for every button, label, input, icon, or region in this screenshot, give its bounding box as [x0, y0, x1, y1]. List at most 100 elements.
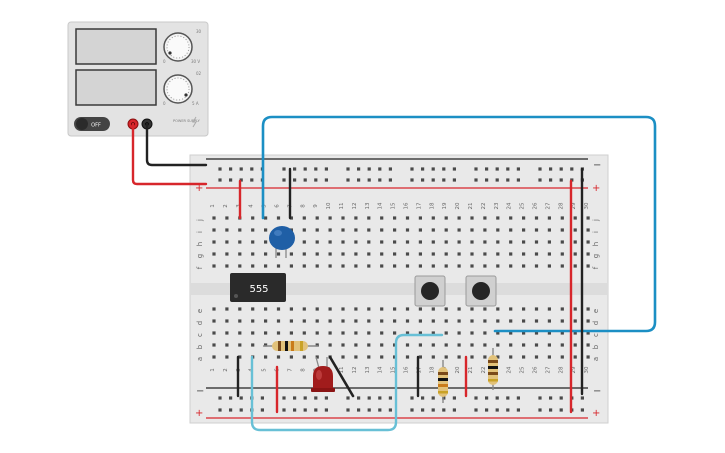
breadboard-hole[interactable]	[225, 252, 229, 256]
breadboard-hole[interactable]	[560, 240, 564, 244]
breadboard-hole[interactable]	[496, 216, 500, 220]
breadboard-hole[interactable]	[586, 331, 590, 335]
breadboard-hole[interactable]	[586, 307, 590, 311]
breadboard-hole[interactable]	[442, 167, 446, 171]
breadboard-hole[interactable]	[431, 319, 435, 323]
breadboard-hole[interactable]	[483, 264, 487, 268]
breadboard-hole[interactable]	[547, 319, 551, 323]
breadboard-hole[interactable]	[328, 319, 332, 323]
breadboard-hole[interactable]	[251, 264, 255, 268]
breadboard-hole[interactable]	[367, 396, 371, 400]
breadboard-hole[interactable]	[586, 319, 590, 323]
breadboard-hole[interactable]	[495, 167, 499, 171]
breadboard-hole[interactable]	[354, 343, 358, 347]
breadboard-hole[interactable]	[452, 178, 456, 182]
breadboard-hole[interactable]	[470, 264, 474, 268]
breadboard-hole[interactable]	[276, 319, 281, 323]
breadboard-hole[interactable]	[586, 240, 590, 244]
breadboard-hole[interactable]	[393, 216, 397, 220]
breadboard-hole[interactable]	[431, 396, 435, 400]
breadboard-hole[interactable]	[251, 319, 255, 323]
breadboard-hole[interactable]	[346, 178, 350, 182]
breadboard-hole[interactable]	[276, 307, 281, 311]
breadboard-hole[interactable]	[431, 228, 435, 232]
breadboard-hole[interactable]	[421, 408, 425, 412]
breadboard-hole[interactable]	[442, 178, 446, 182]
breadboard-hole[interactable]	[405, 307, 410, 311]
breadboard-hole[interactable]	[276, 252, 281, 256]
breadboard-hole[interactable]	[586, 228, 590, 232]
breadboard-hole[interactable]	[573, 264, 577, 268]
breadboard-hole[interactable]	[367, 319, 371, 323]
breadboard-hole[interactable]	[516, 178, 520, 182]
breadboard-hole[interactable]	[559, 167, 563, 171]
breadboard-hole[interactable]	[238, 264, 242, 268]
breadboard-hole[interactable]	[474, 396, 478, 400]
breadboard-hole[interactable]	[341, 228, 345, 232]
breadboard-hole[interactable]	[410, 178, 414, 182]
breadboard-hole[interactable]	[378, 167, 382, 171]
breadboard-hole[interactable]	[418, 228, 422, 232]
breadboard-hole[interactable]	[452, 167, 456, 171]
breadboard-hole[interactable]	[388, 396, 392, 400]
breadboard-hole[interactable]	[212, 252, 216, 256]
breadboard-hole[interactable]	[212, 216, 216, 220]
breadboard-hole[interactable]	[302, 331, 306, 335]
breadboard-hole[interactable]	[380, 240, 384, 244]
breadboard-hole[interactable]	[282, 178, 286, 182]
breadboard-hole[interactable]	[570, 167, 574, 171]
breadboard-hole[interactable]	[431, 216, 435, 220]
breadboard-hole[interactable]	[367, 343, 371, 347]
breadboard-hole[interactable]	[431, 408, 435, 412]
breadboard-hole[interactable]	[549, 167, 553, 171]
breadboard-hole[interactable]	[357, 408, 361, 412]
breadboard-hole[interactable]	[378, 178, 382, 182]
breadboard-hole[interactable]	[238, 240, 242, 244]
breadboard-hole[interactable]	[470, 331, 474, 335]
breadboard-hole[interactable]	[212, 240, 216, 244]
breadboard-hole[interactable]	[289, 331, 293, 335]
breadboard-hole[interactable]	[354, 228, 358, 232]
breadboard-hole[interactable]	[573, 319, 577, 323]
breadboard-hole[interactable]	[483, 307, 487, 311]
breadboard-hole[interactable]	[470, 307, 474, 311]
breadboard-hole[interactable]	[560, 216, 564, 220]
breadboard-hole[interactable]	[444, 240, 448, 244]
breadboard-hole[interactable]	[573, 216, 577, 220]
breadboard-hole[interactable]	[315, 252, 319, 256]
breadboard-hole[interactable]	[444, 307, 448, 311]
breadboard-hole[interactable]	[496, 319, 500, 323]
breadboard-hole[interactable]	[303, 408, 307, 412]
breadboard-hole[interactable]	[547, 331, 551, 335]
breadboard-hole[interactable]	[457, 264, 461, 268]
breadboard-hole[interactable]	[354, 264, 358, 268]
breadboard-hole[interactable]	[509, 343, 513, 347]
breadboard-hole[interactable]	[549, 408, 553, 412]
breadboard-hole[interactable]	[367, 355, 371, 359]
breadboard-hole[interactable]	[380, 252, 384, 256]
breadboard-hole[interactable]	[586, 264, 590, 268]
breadboard-hole[interactable]	[212, 228, 216, 232]
breadboard-hole[interactable]	[282, 408, 286, 412]
breadboard-hole[interactable]	[538, 167, 542, 171]
breadboard-hole[interactable]	[293, 178, 297, 182]
ic-555[interactable]: 555	[230, 273, 286, 302]
breadboard-hole[interactable]	[516, 396, 520, 400]
breadboard-hole[interactable]	[303, 167, 307, 171]
breadboard-hole[interactable]	[264, 307, 268, 311]
breadboard-hole[interactable]	[212, 343, 216, 347]
breadboard-hole[interactable]	[367, 408, 371, 412]
breadboard-hole[interactable]	[538, 396, 542, 400]
breadboard-hole[interactable]	[264, 331, 268, 335]
breadboard-hole[interactable]	[573, 343, 577, 347]
breadboard-hole[interactable]	[293, 167, 297, 171]
breadboard-hole[interactable]	[442, 396, 446, 400]
breadboard-hole[interactable]	[314, 167, 318, 171]
breadboard-hole[interactable]	[314, 396, 318, 400]
breadboard-hole[interactable]	[418, 343, 422, 347]
breadboard-hole[interactable]	[238, 228, 242, 232]
breadboard-hole[interactable]	[324, 167, 328, 171]
breadboard-hole[interactable]	[418, 240, 422, 244]
wire-black-diagonal[interactable]	[328, 355, 355, 398]
breadboard-hole[interactable]	[315, 240, 319, 244]
